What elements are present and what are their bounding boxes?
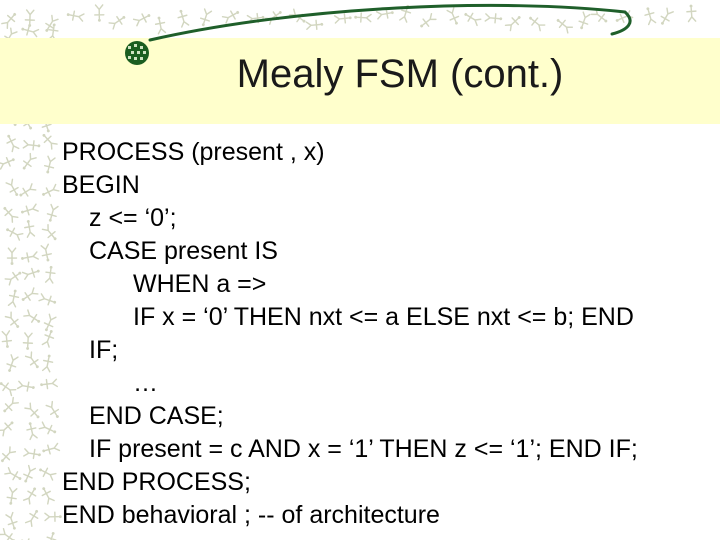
code-line: BEGIN [62, 171, 140, 199]
code-line: END PROCESS; [62, 468, 251, 496]
code-line: END behavioral ; -- of architecture [62, 501, 440, 529]
code-line: WHEN a => [133, 270, 267, 298]
code-line: IF; [89, 336, 119, 364]
code-line: z <= ‘0’; [89, 204, 177, 232]
title-band [0, 38, 720, 124]
slide-title: Mealy FSM (cont.) [236, 52, 564, 96]
code-line: PROCESS (present , x) [62, 138, 325, 166]
swoosh-decoration [148, 3, 632, 42]
code-line: IF present = c AND x = ‘1’ THEN z <= ‘1’… [89, 435, 638, 463]
globe-bullet-icon [125, 41, 149, 65]
code-line: … [133, 369, 158, 397]
code-line: END CASE; [89, 402, 224, 430]
code-line: CASE present IS [89, 237, 278, 265]
code-line: IF x = ‘0’ THEN nxt <= a ELSE nxt <= b; … [133, 303, 634, 331]
